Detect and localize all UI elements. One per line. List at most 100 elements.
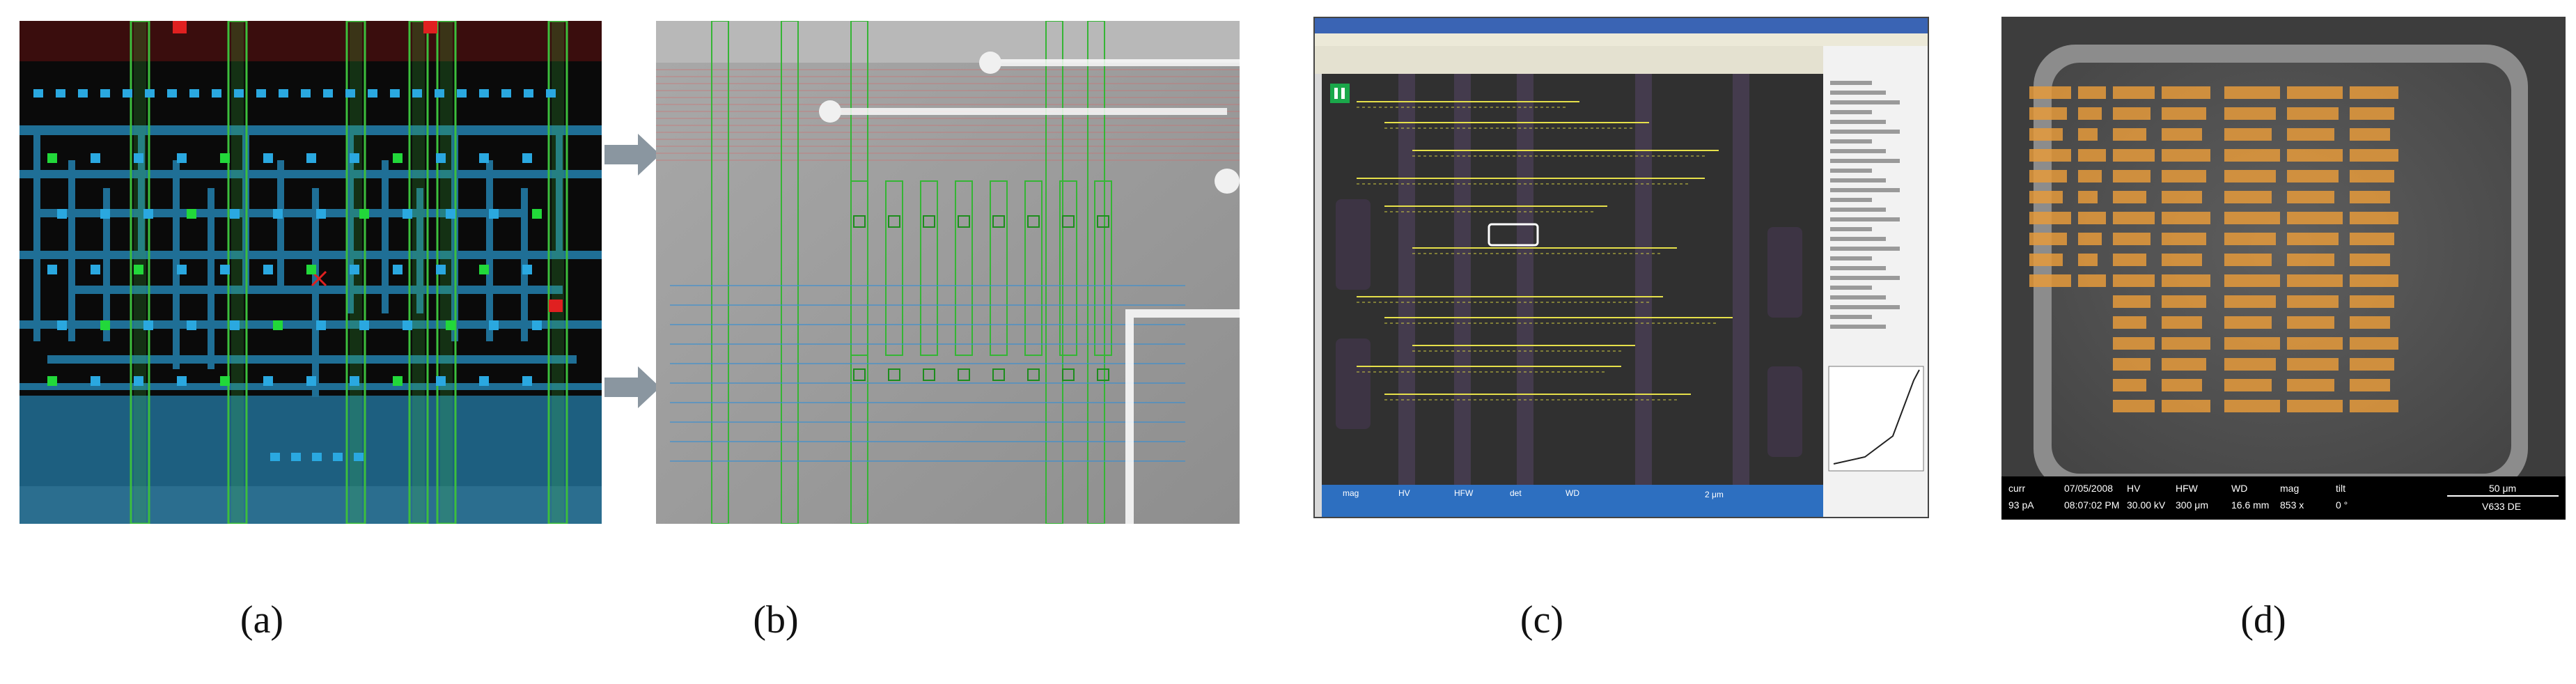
via-outline — [853, 368, 866, 381]
poly-outline — [711, 21, 729, 524]
via-outline — [958, 215, 970, 228]
contact — [524, 89, 533, 98]
orange-block — [2162, 128, 2202, 141]
orange-block — [2350, 128, 2390, 141]
orange-block — [2162, 170, 2206, 182]
contact — [47, 153, 57, 163]
orange-block — [2287, 254, 2334, 266]
side-item — [1830, 91, 1886, 95]
metal-vertical — [173, 160, 180, 369]
metal-vertical — [33, 132, 40, 341]
orange-block — [2162, 254, 2202, 266]
contact — [436, 153, 446, 163]
poly-column — [345, 21, 366, 524]
caption-c: (c) — [1493, 598, 1591, 642]
contact — [230, 209, 240, 219]
orange-block — [2029, 191, 2063, 203]
graph-curve — [1833, 369, 1920, 465]
orange-block — [2113, 295, 2150, 308]
contact — [436, 376, 446, 386]
status-label: HFW — [2176, 483, 2199, 494]
orange-block — [2113, 274, 2155, 287]
status-label: mag — [2280, 483, 2299, 494]
orange-block — [2029, 149, 2071, 162]
contact — [306, 153, 316, 163]
contact — [33, 89, 43, 98]
orange-block — [2287, 107, 2339, 120]
orange-block — [2078, 254, 2098, 266]
orange-block — [2113, 191, 2146, 203]
orange-block — [2113, 316, 2146, 329]
contact — [359, 209, 369, 219]
contact — [57, 320, 67, 330]
orange-block — [2029, 170, 2067, 182]
contact — [546, 89, 556, 98]
via-outline — [1097, 368, 1109, 381]
contact — [134, 265, 143, 274]
contact — [78, 89, 88, 98]
poly-stripe — [1733, 74, 1749, 485]
side-item — [1830, 237, 1886, 241]
panel-a-layout-view — [19, 21, 602, 524]
contact — [143, 320, 153, 330]
gate-outline — [990, 180, 1008, 356]
marker — [423, 21, 437, 33]
orange-block — [2350, 337, 2398, 350]
orange-block — [2078, 274, 2106, 287]
orange-block — [2162, 337, 2210, 350]
poly-column — [547, 21, 568, 524]
contact — [354, 453, 364, 461]
orange-block — [2113, 128, 2146, 141]
orange-block — [2078, 107, 2102, 120]
contact — [134, 153, 143, 163]
poly-outline — [781, 21, 799, 524]
contact — [333, 453, 343, 461]
metal-vertical — [556, 132, 563, 258]
contact — [220, 376, 230, 386]
poly-stripe — [1398, 74, 1415, 485]
orange-block — [2078, 170, 2102, 182]
orange-block — [2029, 233, 2067, 245]
status-value: 08:07:02 PM — [2064, 499, 2119, 511]
orange-block — [2029, 274, 2071, 287]
via-outline — [1027, 368, 1040, 381]
orange-block — [2029, 212, 2071, 224]
contact — [350, 376, 359, 386]
cross-marker — [311, 270, 327, 287]
metal-vertical — [138, 132, 145, 258]
contact — [100, 89, 110, 98]
side-item — [1830, 227, 1872, 231]
orange-block — [2287, 379, 2334, 391]
side-item — [1830, 266, 1886, 270]
contact — [479, 376, 489, 386]
orange-block — [2162, 191, 2202, 203]
orange-block — [2350, 400, 2398, 412]
side-item — [1830, 178, 1886, 182]
orange-block — [2113, 358, 2150, 371]
caption-a: (a) — [213, 598, 311, 642]
contact — [522, 376, 532, 386]
contact — [435, 89, 444, 98]
orange-block — [2224, 128, 2272, 141]
via-outline — [1062, 368, 1075, 381]
side-item — [1830, 130, 1900, 134]
status-label: WD — [2231, 483, 2247, 494]
side-item — [1830, 169, 1872, 173]
contact — [403, 209, 412, 219]
orange-block — [2224, 212, 2280, 224]
orange-block — [2224, 274, 2280, 287]
orange-block — [2350, 274, 2398, 287]
status-value: 93 pA — [2008, 499, 2034, 511]
poly-fill — [231, 21, 244, 524]
orange-block — [2113, 233, 2150, 245]
orange-block — [2029, 254, 2063, 266]
orange-block — [2162, 86, 2210, 99]
orange-block — [2224, 191, 2272, 203]
via-outline — [888, 215, 900, 228]
metal-vertical — [416, 188, 423, 313]
scale-label: 2 μm — [1705, 490, 1724, 499]
contact — [345, 89, 355, 98]
orange-block — [2162, 379, 2202, 391]
